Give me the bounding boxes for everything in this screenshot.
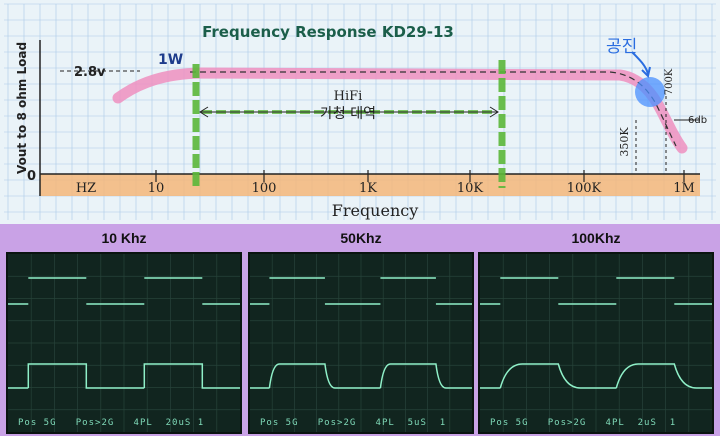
resonance-label: 공진 (606, 37, 637, 57)
scope-input-trace (480, 277, 712, 305)
scope-trace-10khz (8, 254, 240, 432)
label-350k: 350K (618, 127, 631, 157)
frequency-tick-label: HZ (76, 181, 96, 196)
response-curve-highlight (112, 67, 688, 154)
scope-output-trace (250, 363, 472, 389)
graph-title: Frequency Response KD29-13 (202, 23, 454, 41)
frequency-tick-label: 100K (567, 181, 602, 196)
label-6db: 6db (688, 115, 707, 126)
scope-screen-10khz: Pos 5G Pos>2G 4PL 20uS 1 (6, 252, 242, 434)
scope-screen-50khz: Pos 5G Pos>2G 4PL 5uS 1 (248, 252, 474, 434)
scope-title-50khz: 50Khz (340, 230, 382, 246)
frequency-tick-label: 100 (252, 181, 277, 196)
scope-trace-50khz (250, 254, 472, 432)
power-label: 1W (158, 52, 183, 68)
zero-label: 0 (27, 169, 36, 184)
frequency-response-graph-panel: HZ 10 100 1K 10K 100K 1M Frequency Response KD… (0, 0, 720, 224)
scope-output-trace (480, 363, 712, 389)
scope-readout-50khz: Pos 5G Pos>2G 4PL 5uS 1 (260, 418, 447, 428)
resonance-arrow (631, 51, 649, 75)
label-700k: 700K (664, 68, 675, 95)
frequency-response-graph: HZ 10 100 1K 10K 100K 1M Frequency Response KD… (4, 3, 716, 220)
scope-input-trace (250, 277, 472, 305)
frequency-tick-label: 1M (673, 181, 695, 196)
resonance-dot (635, 77, 665, 107)
frequency-tick-label: 1K (359, 181, 377, 196)
response-curve-line (190, 71, 677, 147)
scope-readout-100khz: Pos 5G Pos>2G 4PL 2uS 1 (490, 418, 677, 428)
audible-band-label: 가청 대역 (320, 106, 376, 122)
scope-trace-100khz (480, 254, 712, 432)
scope-readout-10khz: Pos 5G Pos>2G 4PL 20uS 1 (18, 418, 205, 428)
hifi-label: HiFi (334, 89, 363, 104)
scope-title-10khz: 10 Khz (101, 230, 147, 246)
y-axis-label: Vout to 8 ohm Load (15, 42, 29, 174)
x-axis-label: Frequency (332, 201, 419, 220)
frequency-tick-label: 10 (148, 181, 165, 196)
band-arrow-left (199, 106, 209, 118)
frequency-tick-label: 10K (457, 181, 484, 196)
band-arrow-right (489, 106, 499, 118)
scope-title-100khz: 100Khz (571, 230, 621, 246)
scope-input-trace (8, 277, 240, 305)
resonance-arrow-head (641, 66, 651, 78)
scope-screen-100khz: Pos 5G Pos>2G 4PL 2uS 1 (478, 252, 714, 434)
frequency-axis-strip (40, 174, 700, 196)
frequency-ticks: HZ 10 100 1K 10K 100K 1M (76, 170, 695, 196)
y-level-label: 2.8v (74, 65, 106, 80)
scope-output-trace (8, 363, 240, 389)
